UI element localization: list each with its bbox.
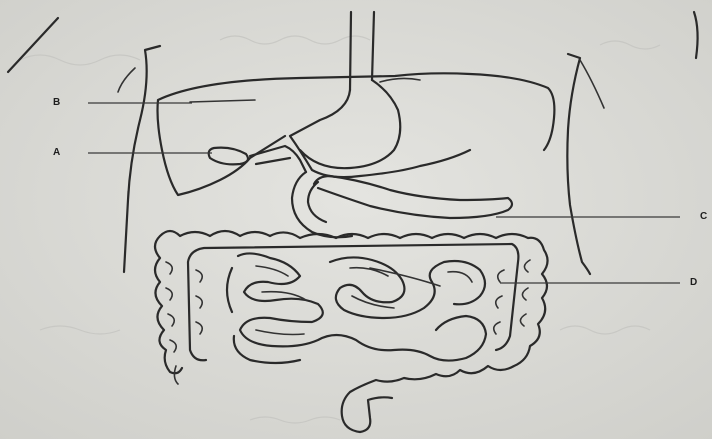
body-outline-left [124, 46, 160, 272]
small-intestine [227, 253, 486, 363]
body-outline-left-inner [118, 68, 135, 92]
esophagus [350, 12, 374, 90]
colon-inner-left-haustra [196, 270, 202, 334]
colon-outer-left-haustra [166, 262, 176, 352]
label-c: C [700, 212, 707, 222]
body-outline-right [567, 54, 590, 274]
corner-mark-left [8, 18, 58, 72]
label-d: D [690, 278, 697, 288]
large-intestine [155, 231, 548, 432]
gallbladder [209, 148, 248, 165]
cecum [174, 366, 178, 384]
liver-lobe-line [190, 100, 255, 102]
label-b: B [53, 98, 60, 108]
stomach-fundus [380, 78, 420, 82]
small-intestine-inner [256, 266, 472, 335]
stomach [290, 80, 470, 177]
label-a: A [53, 148, 60, 158]
body-outline-right-inner [580, 60, 604, 108]
corner-mark-right [694, 12, 698, 58]
pancreas [314, 176, 512, 218]
duodenum [292, 172, 352, 237]
bile-duct [250, 146, 306, 172]
